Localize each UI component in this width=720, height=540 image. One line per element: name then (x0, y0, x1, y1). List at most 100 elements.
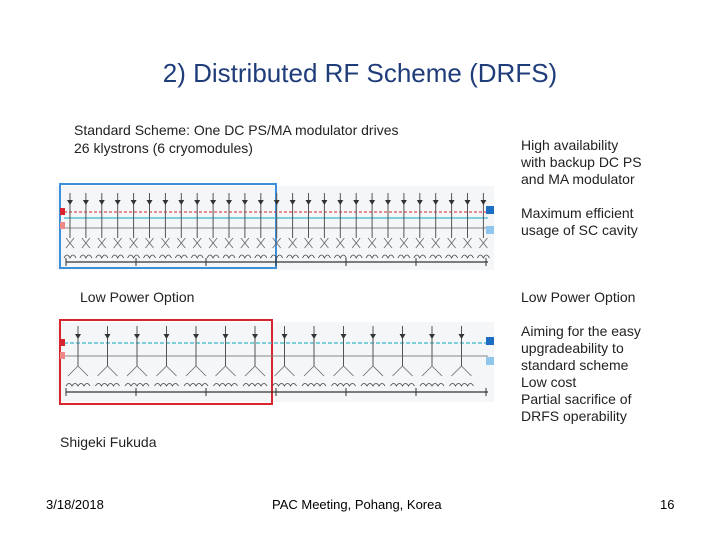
rf-branch (161, 237, 170, 249)
cavity-symbol (111, 254, 125, 259)
klystron-symbol (337, 200, 344, 205)
backup-dcps-square (486, 206, 494, 214)
rf-branch (136, 365, 148, 377)
rf-branch (372, 365, 384, 377)
klystron-symbol (252, 334, 258, 339)
cavity-symbol (65, 383, 91, 387)
cavity-symbol (286, 254, 299, 259)
rf-branch (126, 365, 138, 377)
cavity-symbol (381, 254, 395, 259)
rf-branch (67, 365, 79, 377)
rf-branch (351, 237, 361, 249)
cavity-symbol (63, 254, 77, 259)
cavity-symbol (302, 254, 315, 259)
rf-branch (479, 237, 488, 249)
cavity-symbol (79, 254, 93, 259)
modulator-marker (60, 352, 65, 359)
cavity-symbol (174, 254, 188, 259)
rf-branch (463, 237, 472, 249)
rf-branch (402, 365, 413, 377)
klystron-symbol (193, 334, 199, 339)
footer-center-text: PAC Meeting, Pohang, Korea (272, 497, 442, 512)
klystron-symbol (399, 334, 406, 339)
rf-branch (288, 237, 297, 249)
cavity-symbol (333, 254, 347, 259)
rf-branch (303, 365, 315, 377)
klystron-symbol (340, 334, 347, 339)
rf-branch (451, 365, 462, 377)
klystron-symbol (448, 200, 455, 205)
author-name: Shigeki Fukuda (60, 434, 157, 450)
cavity-symbol (429, 254, 443, 259)
cavity-symbol (95, 254, 109, 259)
klystron-symbol (226, 200, 232, 205)
cavity-symbol (95, 383, 120, 387)
klystron-symbol (98, 200, 105, 205)
backup-modulator-square (486, 226, 494, 234)
cavity-symbol (449, 383, 474, 387)
klystron-symbol (385, 200, 391, 205)
rf-branch (461, 365, 472, 377)
cavity-symbol (461, 254, 474, 259)
diagram-background (56, 322, 494, 402)
standard-scheme-diagram (56, 183, 494, 270)
rf-branch (284, 365, 295, 377)
klystron-symbol (178, 200, 185, 205)
cavity-symbol (413, 254, 427, 259)
rf-branch (431, 237, 441, 249)
cavity-symbol (143, 254, 156, 259)
standard-scheme-caption-line2: 26 klystrons (6 cryomodules) (74, 140, 253, 156)
cavity-symbol (318, 254, 331, 259)
rf-branch (320, 237, 329, 249)
rf-branch (225, 365, 236, 377)
cavity-symbol (397, 254, 411, 259)
note-line: and MA modulator (521, 171, 635, 187)
note-line: usage of SC cavity (521, 222, 638, 238)
rf-branch (272, 237, 282, 249)
klystron-symbol (305, 200, 312, 205)
cavity-symbol (213, 383, 238, 387)
rf-branch (392, 365, 403, 377)
rf-branch (333, 365, 344, 377)
note-line: High availability (521, 137, 619, 153)
rf-branch (431, 365, 443, 377)
standard-scheme-caption-line1: Standard Scheme: One DC PS/MA modulator … (74, 122, 399, 138)
klystron-symbol (130, 200, 137, 205)
rf-branch (421, 365, 433, 377)
footer-page-number: 16 (660, 497, 675, 512)
rf-branch (447, 237, 456, 249)
note-line: Low cost (521, 374, 577, 390)
klystron-symbol (370, 334, 376, 339)
cavity-symbol (360, 383, 386, 387)
rf-branch (97, 365, 108, 377)
cavity-symbol (445, 254, 458, 259)
note-line: standard scheme (521, 357, 629, 373)
cavity-symbol (238, 254, 252, 259)
klystron-symbol (257, 200, 264, 205)
rf-branch (97, 237, 107, 249)
slide-title: 2) Distributed RF Scheme (DRFS) (162, 58, 558, 88)
cavity-symbol (222, 254, 236, 259)
klystron-symbol (416, 200, 423, 205)
klystron-symbol (311, 334, 317, 339)
cavity-symbol (254, 254, 268, 259)
klystron-symbol (134, 334, 140, 339)
klystron-symbol (480, 200, 487, 205)
rf-branch (107, 365, 118, 377)
klystron-symbol (210, 200, 217, 205)
klystron-symbol (429, 334, 435, 339)
cavity-symbol (242, 383, 268, 387)
rf-branch (362, 365, 374, 377)
klystron-symbol (67, 200, 73, 205)
klystron-symbol (162, 200, 169, 205)
note-line: Partial sacrifice of (521, 391, 632, 407)
rf-branch (145, 237, 154, 249)
klystron-symbol (241, 200, 248, 205)
rf-branch (256, 237, 266, 249)
cavity-symbol (419, 383, 445, 387)
cavity-symbol (349, 254, 363, 259)
klystron-symbol (353, 200, 360, 205)
klystron-symbol (321, 200, 328, 205)
modulator-marker (60, 208, 65, 215)
